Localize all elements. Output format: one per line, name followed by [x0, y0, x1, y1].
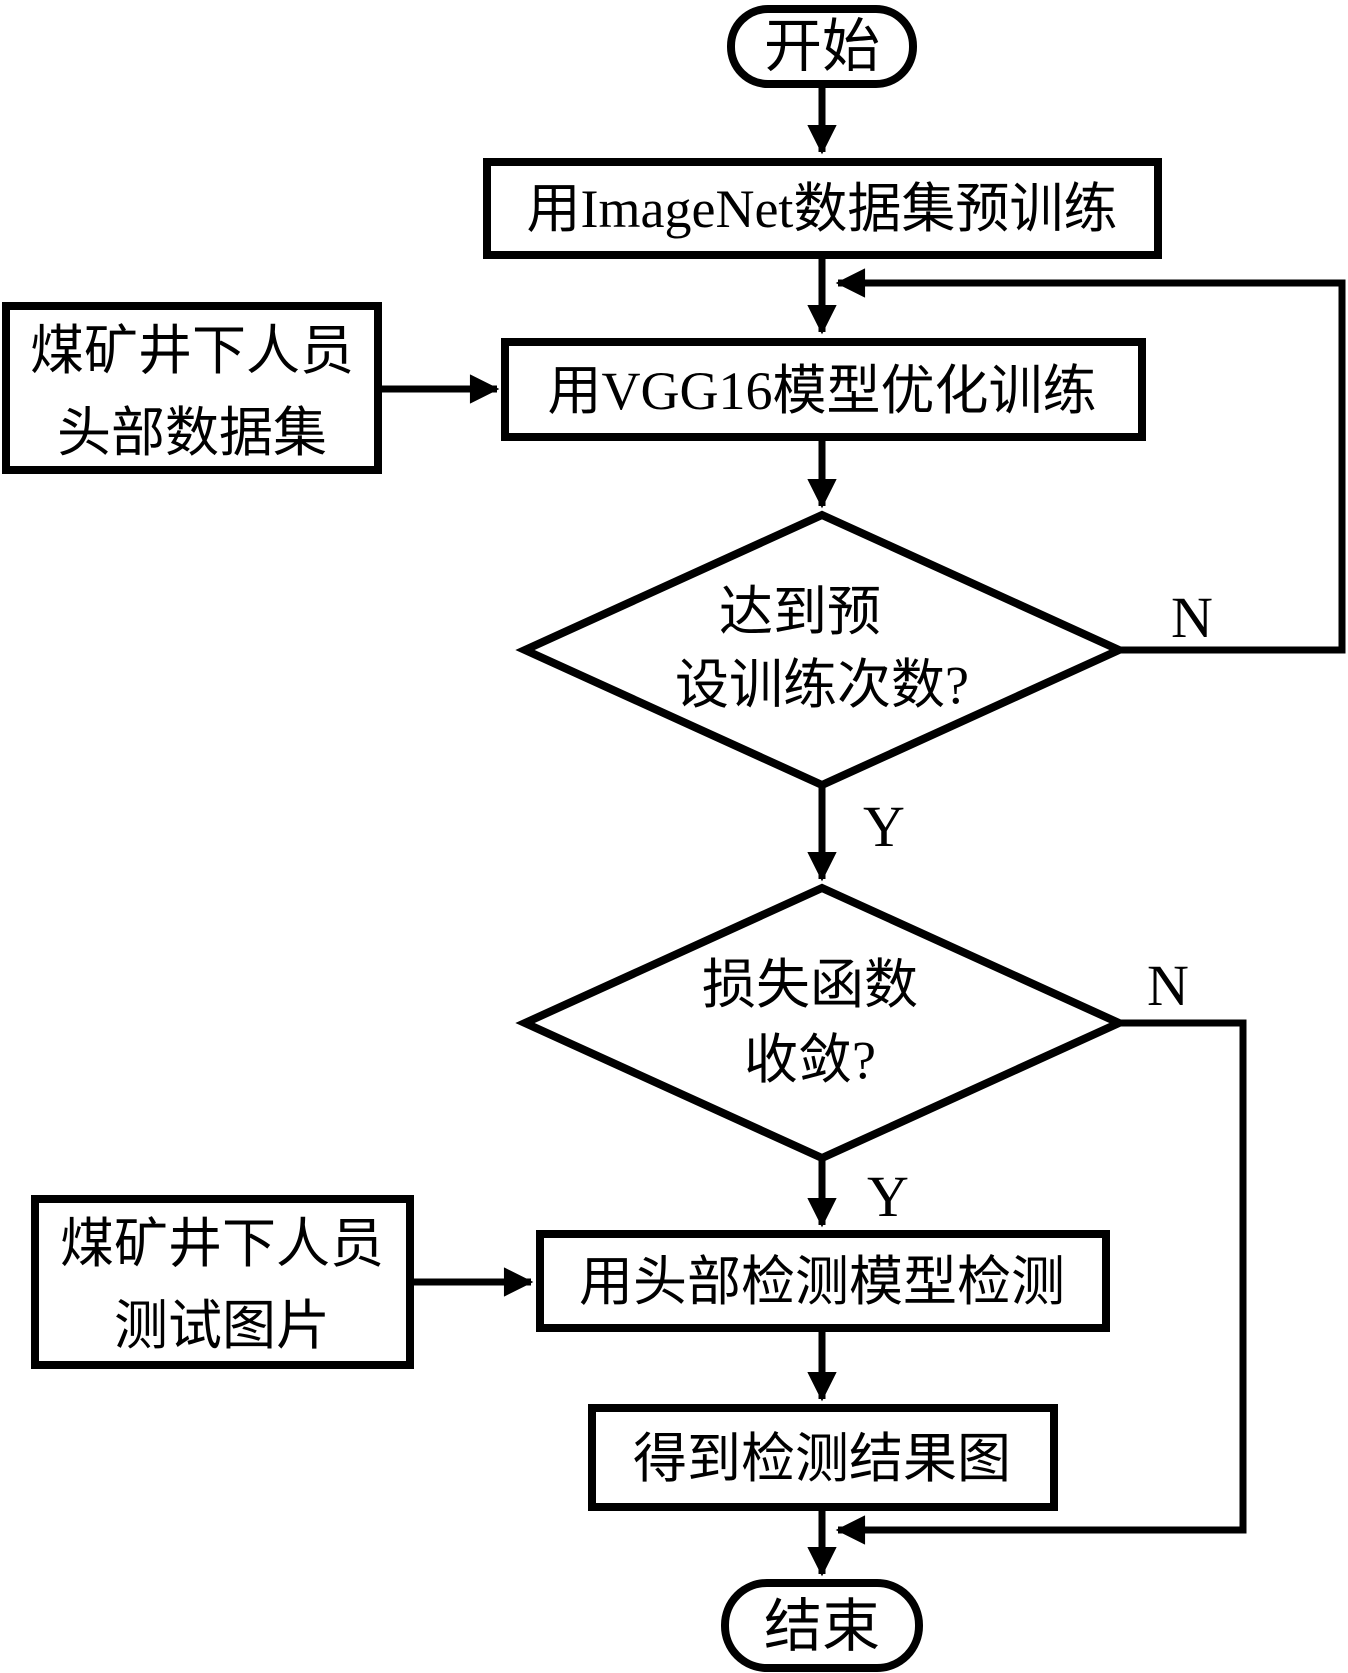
test-images-label-line2: 测试图片: [114, 1296, 330, 1356]
start-terminal-shape: [727, 5, 917, 88]
train-label: 用VGG16模型优化训练: [548, 361, 1097, 421]
end-terminal-label: 结束: [764, 1594, 880, 1659]
result-box: [588, 1404, 1058, 1511]
test-images-label-line1: 煤矿井下人员: [60, 1214, 384, 1274]
node-detect: 用头部检测模型检测: [536, 1230, 1110, 1332]
detect-label: 用头部检测模型检测: [579, 1252, 1065, 1312]
train-box: [501, 338, 1146, 441]
decision-loss-label-line1: 损失函数: [702, 955, 918, 1015]
pretrain-label: 用ImageNet数据集预训练: [527, 179, 1118, 239]
end-terminal-shape: [721, 1579, 923, 1672]
edge-loop-no1: [835, 268, 1346, 654]
head-dataset-label-line2: 头部数据集: [57, 403, 327, 463]
detect-box: [536, 1230, 1110, 1332]
node-pretrain: 用ImageNet数据集预训练: [483, 158, 1162, 259]
node-result: 得到检测结果图: [588, 1404, 1058, 1511]
head-dataset-label-line1: 煤矿井下人员: [30, 321, 354, 381]
node-head-dataset: 煤矿井下人员 头部数据集: [2, 302, 382, 474]
node-decision-epochs: 达到预 设训练次数?: [515, 510, 1129, 790]
edge-loop-no2: [835, 1019, 1247, 1545]
pretrain-box: [483, 158, 1162, 259]
label-no1: N: [1171, 585, 1213, 650]
decision-loss-diamond: [515, 883, 1129, 1163]
result-label: 得到检测结果图: [633, 1429, 1011, 1489]
head-dataset-box: [2, 302, 382, 474]
label-no2: N: [1147, 953, 1189, 1018]
label-yes2: Y: [867, 1164, 909, 1229]
test-images-box: [31, 1195, 414, 1369]
node-start: 开始: [727, 5, 917, 88]
decision-epochs-label-line1: 达到预: [719, 582, 881, 642]
decision-epochs-label-line2: 设训练次数?: [675, 655, 969, 715]
decision-epochs-diamond: [515, 510, 1129, 790]
decision-loss-label-line2: 收敛?: [744, 1030, 876, 1090]
node-test-images: 煤矿井下人员 测试图片: [31, 1195, 414, 1369]
node-train: 用VGG16模型优化训练: [501, 338, 1146, 441]
label-yes1: Y: [863, 794, 905, 859]
node-end: 结束: [721, 1579, 923, 1672]
start-terminal-label: 开始: [764, 14, 880, 79]
node-decision-loss: 损失函数 收敛?: [515, 883, 1129, 1163]
